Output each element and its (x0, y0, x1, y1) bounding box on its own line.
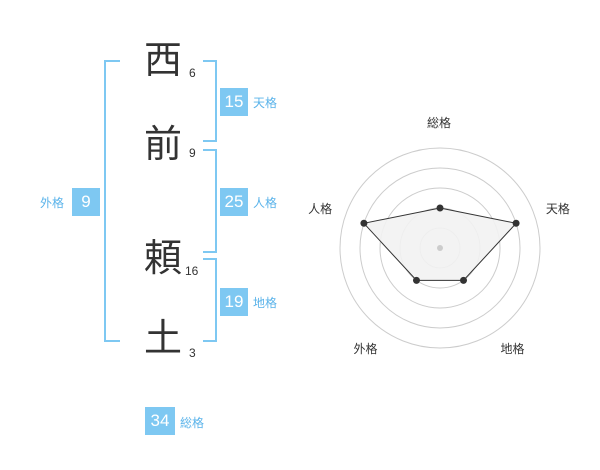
radar-center (437, 245, 443, 251)
stroke-count-2: 9 (189, 146, 196, 160)
radar-ring-4 (359, 167, 521, 329)
radar-axis-label-3: 外格 (353, 342, 378, 357)
stroke-count-4: 3 (189, 346, 196, 360)
name-char-1: 西 (143, 38, 182, 82)
name-char-2: 前 (143, 122, 182, 166)
radar-point-0 (436, 204, 444, 212)
radar-axis-label-1: 天格 (545, 202, 570, 217)
chikaku-bracket (203, 258, 217, 342)
chikaku-label: 地格 (253, 296, 278, 310)
gaikaku-bracket (104, 60, 120, 342)
radar-point-4 (360, 219, 368, 227)
stroke-count-3: 16 (185, 264, 199, 278)
jinkaku-label: 人格 (253, 196, 278, 210)
name-char-3: 頼 (143, 236, 182, 280)
radar-axis-label-2: 地格 (500, 342, 525, 357)
radar-axis-label-4: 人格 (308, 202, 333, 217)
gaikaku-value: 9 (72, 188, 100, 216)
tenkaku-value: 15 (220, 88, 248, 116)
stroke-count-1: 6 (189, 66, 196, 80)
radar-axis-label-0: 総格 (427, 116, 452, 130)
radar-ring-5 (339, 147, 541, 349)
jinkaku-value: 25 (220, 188, 248, 216)
radar-polygon (362, 207, 518, 281)
radar-ring-3 (379, 187, 501, 309)
name-char-4: 土 (143, 316, 182, 360)
soukaku-value: 34 (145, 407, 175, 435)
radar-point-2 (460, 276, 468, 284)
chikaku-value: 19 (220, 288, 248, 316)
jinkaku-bracket (203, 149, 217, 253)
tenkaku-label: 天格 (253, 96, 278, 110)
radar-point-1 (512, 219, 520, 227)
gaikaku-label: 外格 (40, 196, 65, 210)
soukaku-label: 総格 (180, 416, 205, 430)
tenkaku-bracket (203, 60, 217, 142)
radar-point-3 (412, 276, 420, 284)
